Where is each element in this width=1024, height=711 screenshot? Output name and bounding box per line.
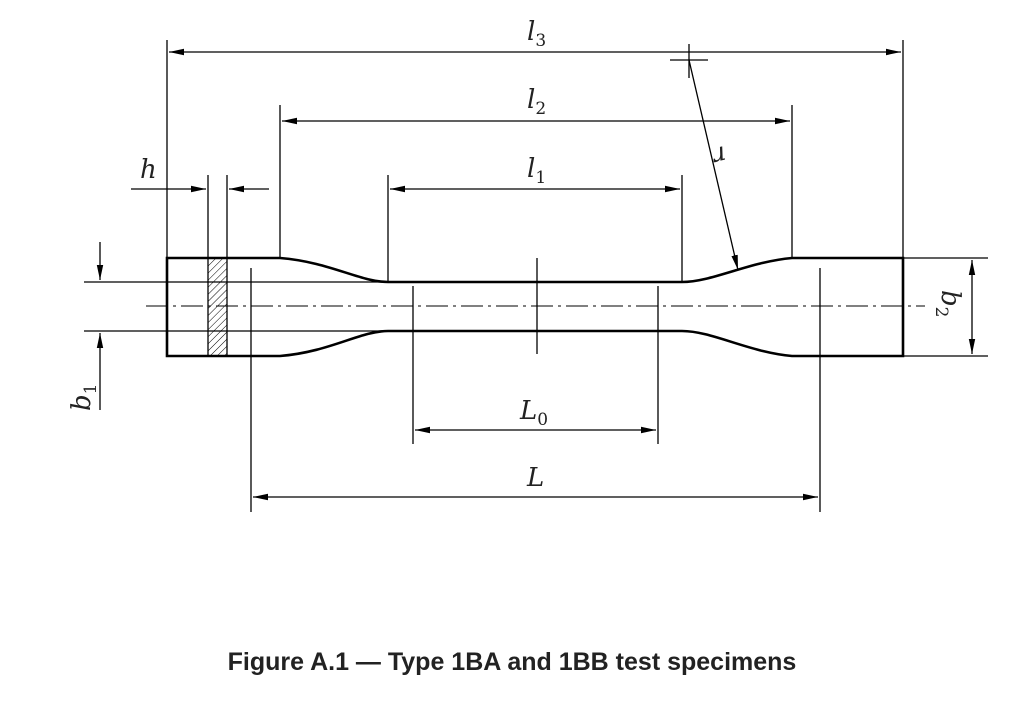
- label-L0: L0: [519, 396, 548, 430]
- specimen-outline: [165, 256, 905, 358]
- label-h: h: [140, 155, 157, 185]
- label-b2: b2: [931, 290, 965, 317]
- label-l1: l1: [527, 154, 546, 188]
- label-L: L: [526, 463, 544, 493]
- hatched-section: [207, 257, 228, 357]
- specimen-drawing: l3 l2 l1 h r b1 b2 L0 L: [67, 17, 988, 512]
- figure-caption: Figure A.1 — Type 1BA and 1BB test speci…: [227, 648, 797, 676]
- label-b1: b1: [67, 384, 101, 411]
- radius-dimension: [688, 59, 739, 271]
- label-l3: l3: [527, 17, 546, 51]
- label-l2: l2: [527, 85, 546, 119]
- extension-lines: [84, 40, 988, 512]
